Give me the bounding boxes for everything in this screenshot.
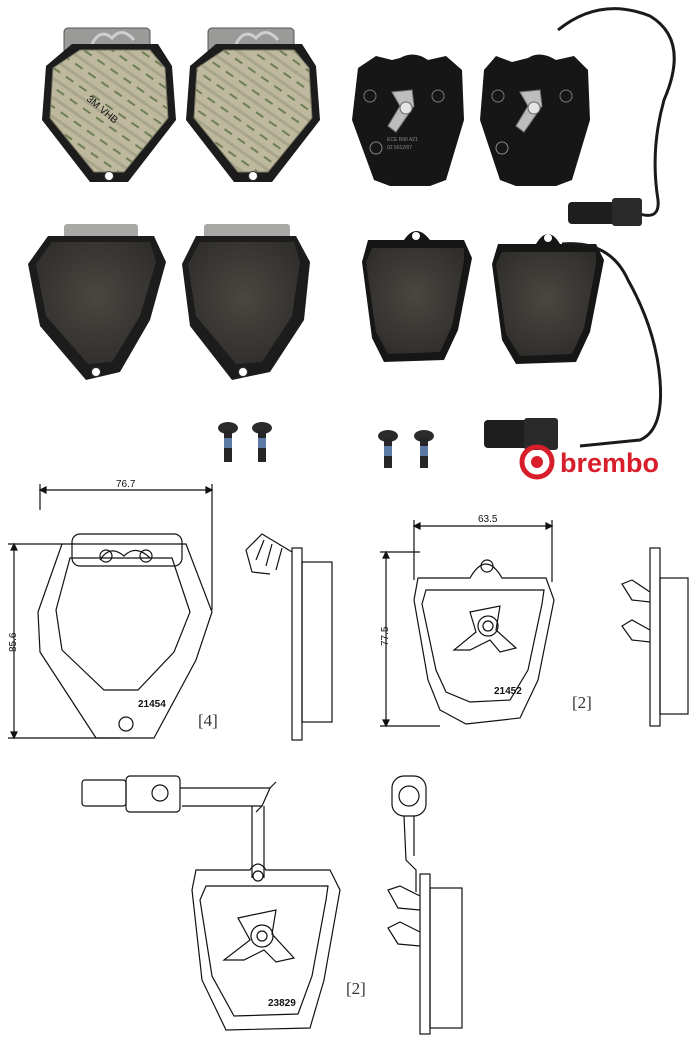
height-label-21452: 77.5 xyxy=(380,626,391,646)
drawing-21454: 76.7 85.6 21454 [4] xyxy=(8,479,333,741)
technical-drawings: 76.7 85.6 21454 [4] xyxy=(8,479,689,1035)
drawing-21452: 63.5 77.5 21452 [2] xyxy=(380,514,689,728)
product-photo: 3M VHB ECE R90 A21 02 5012/07 xyxy=(28,7,676,480)
quantity-21452: [2] xyxy=(572,693,592,712)
pad-friction-side-2 xyxy=(182,224,310,380)
pad-friction-side-4 xyxy=(484,234,663,450)
pad-friction-side-1 xyxy=(28,224,166,380)
backing-stamp-b: 02 5012/07 xyxy=(387,145,412,151)
pad-friction-side-3 xyxy=(362,231,472,362)
quantity-23829: [2] xyxy=(346,979,366,998)
bolt-4 xyxy=(414,430,434,468)
side-view-21454 xyxy=(245,533,333,741)
brand-name: brembo xyxy=(560,448,659,478)
height-label-21454: 85.6 xyxy=(8,632,19,652)
drawing-23829: 23829 [2] xyxy=(81,775,463,1035)
brembo-logo-icon xyxy=(519,444,555,480)
part-number-23829: 23829 xyxy=(268,998,296,1009)
width-label-21454: 76.7 xyxy=(116,479,136,490)
pad-backing-side-1: ECE R90 A21 02 5012/07 xyxy=(352,54,464,186)
bolt-3 xyxy=(378,430,398,468)
pad-adhesive-side-1: 3M VHB xyxy=(42,27,176,182)
part-number-21454: 21454 xyxy=(138,699,166,710)
side-view-23829 xyxy=(387,775,463,1035)
quantity-21454: [4] xyxy=(198,711,218,730)
bolt-2 xyxy=(252,422,272,462)
backing-stamp-a: ECE R90 A21 xyxy=(387,137,418,143)
part-number-21452: 21452 xyxy=(494,686,522,697)
pad-adhesive-side-2 xyxy=(186,27,320,182)
mounting-bolts xyxy=(218,422,434,468)
width-label-21452: 63.5 xyxy=(478,514,498,525)
pad-backing-side-2 xyxy=(480,7,676,226)
side-view-21452 xyxy=(621,547,689,727)
bolt-1 xyxy=(218,422,238,462)
brembo-logo: brembo xyxy=(519,444,659,480)
